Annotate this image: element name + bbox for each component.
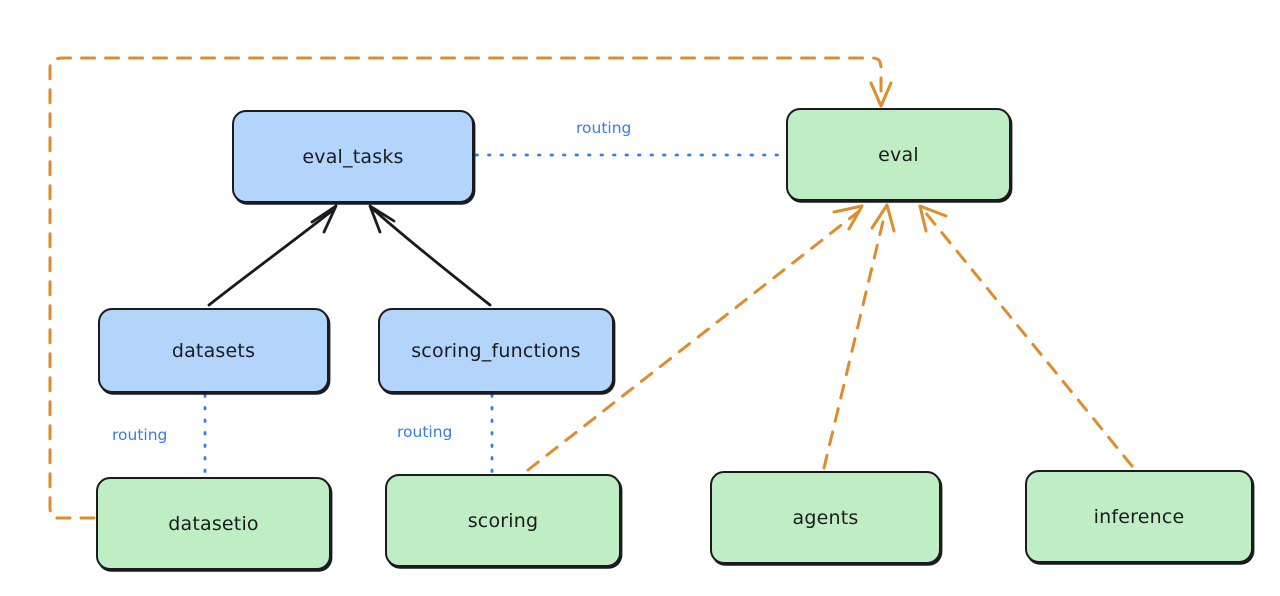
node-label: eval [878, 143, 919, 166]
node-label: eval_tasks [302, 145, 404, 168]
node-label: scoring [467, 509, 539, 532]
edge-datasets-to-eval_tasks [207, 204, 338, 307]
node-datasets[interactable]: datasets [98, 308, 329, 393]
node-label: scoring_functions [411, 339, 581, 362]
edge-scoring_functions-to-eval_tasks [368, 204, 492, 307]
edge-inference-to-eval [918, 204, 1134, 468]
node-label: inference [1093, 505, 1185, 528]
node-label: datasets [171, 339, 256, 362]
node-scoring[interactable]: scoring [385, 474, 621, 567]
node-label: datasetio [168, 512, 259, 535]
edge-label-routing-scoring-functions-scoring: routing [397, 423, 453, 441]
edge-label-routing-eval-tasks-eval: routing [576, 119, 632, 137]
node-label: agents [792, 506, 859, 529]
edge-label-routing-datasets-datasetio: routing [112, 426, 168, 444]
node-eval-tasks[interactable]: eval_tasks [232, 110, 474, 203]
node-agents[interactable]: agents [710, 471, 941, 564]
node-scoring-functions[interactable]: scoring_functions [378, 308, 614, 393]
node-inference[interactable]: inference [1025, 470, 1253, 563]
edge-agents-to-eval [822, 203, 896, 470]
node-eval[interactable]: eval [786, 108, 1011, 201]
node-datasetio[interactable]: datasetio [96, 477, 331, 570]
